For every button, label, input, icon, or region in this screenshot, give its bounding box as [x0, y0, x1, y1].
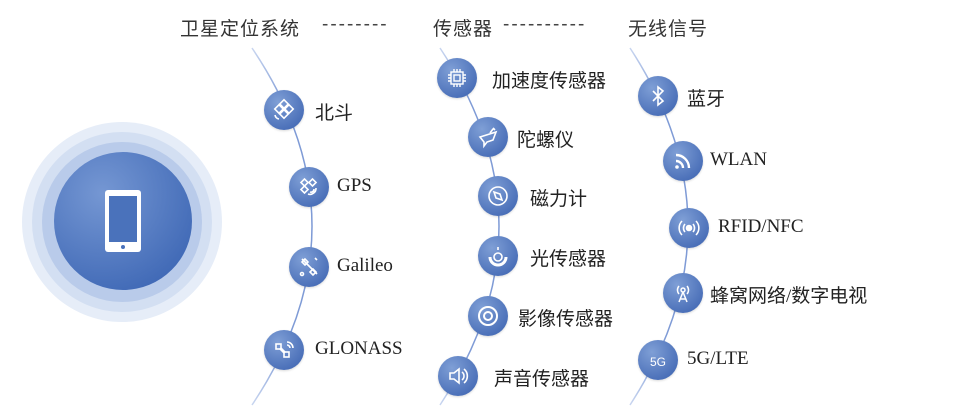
node-glonass	[264, 330, 304, 370]
node-rfid	[669, 208, 709, 248]
smartphone-icon	[105, 190, 141, 252]
node-magnetometer	[478, 176, 518, 216]
satellite-signal-icon	[299, 177, 318, 196]
label-galileo: Galileo	[337, 255, 393, 276]
speaker-icon	[449, 367, 469, 385]
label-cellular: 蜂窝网络/数字电视	[710, 286, 868, 307]
node-sound-sensor	[438, 356, 478, 396]
rfid-icon	[678, 220, 700, 236]
label-5g: 5G/LTE	[687, 348, 749, 369]
satellite-icon	[273, 98, 295, 120]
header-dashes: --------	[322, 14, 389, 35]
node-accelerometer	[437, 58, 477, 98]
label-gyroscope: 陀螺仪	[517, 130, 575, 151]
header-wireless: 无线信号	[628, 19, 709, 40]
sensor-arc	[439, 47, 500, 406]
5g-icon: 5G	[649, 355, 666, 369]
label-accelerometer: 加速度传感器	[492, 71, 607, 92]
label-gps: GPS	[337, 175, 372, 196]
label-bluetooth: 蓝牙	[687, 89, 726, 110]
node-beidou	[264, 90, 304, 130]
node-image-sensor	[468, 296, 508, 336]
label-rfid: RFID/NFC	[718, 216, 804, 237]
label-sound-sensor: 声音传感器	[494, 369, 590, 390]
node-bluetooth	[638, 76, 678, 116]
node-5g: 5G	[638, 340, 678, 380]
node-wlan	[663, 141, 703, 181]
node-cellular	[663, 273, 703, 313]
node-light-sensor	[478, 236, 518, 276]
label-light-sensor: 光传感器	[530, 249, 607, 270]
label-magnetometer: 磁力计	[530, 189, 588, 210]
node-gps	[289, 167, 329, 207]
node-gyroscope	[468, 117, 508, 157]
satellite-icon	[299, 257, 318, 277]
label-wlan: WLAN	[710, 149, 767, 170]
camera-lens-icon	[478, 306, 498, 326]
antenna-tower-icon	[676, 285, 690, 303]
chip-icon	[448, 69, 466, 87]
label-image-sensor: 影像传感器	[518, 309, 614, 330]
gyroscope-icon	[478, 127, 498, 149]
compass-icon	[488, 186, 508, 206]
label-glonass: GLONASS	[315, 338, 403, 359]
header-dashes: ----------	[503, 14, 587, 35]
satellite-dish-icon	[275, 341, 294, 358]
header-sensors: 传感器	[433, 19, 494, 40]
bluetooth-icon	[652, 85, 665, 107]
header-satellite: 卫星定位系统	[180, 19, 301, 40]
wifi-icon	[675, 153, 691, 169]
center-device	[54, 152, 192, 290]
label-beidou: 北斗	[315, 103, 354, 124]
light-sensor-icon	[488, 247, 508, 267]
node-galileo	[289, 247, 329, 287]
